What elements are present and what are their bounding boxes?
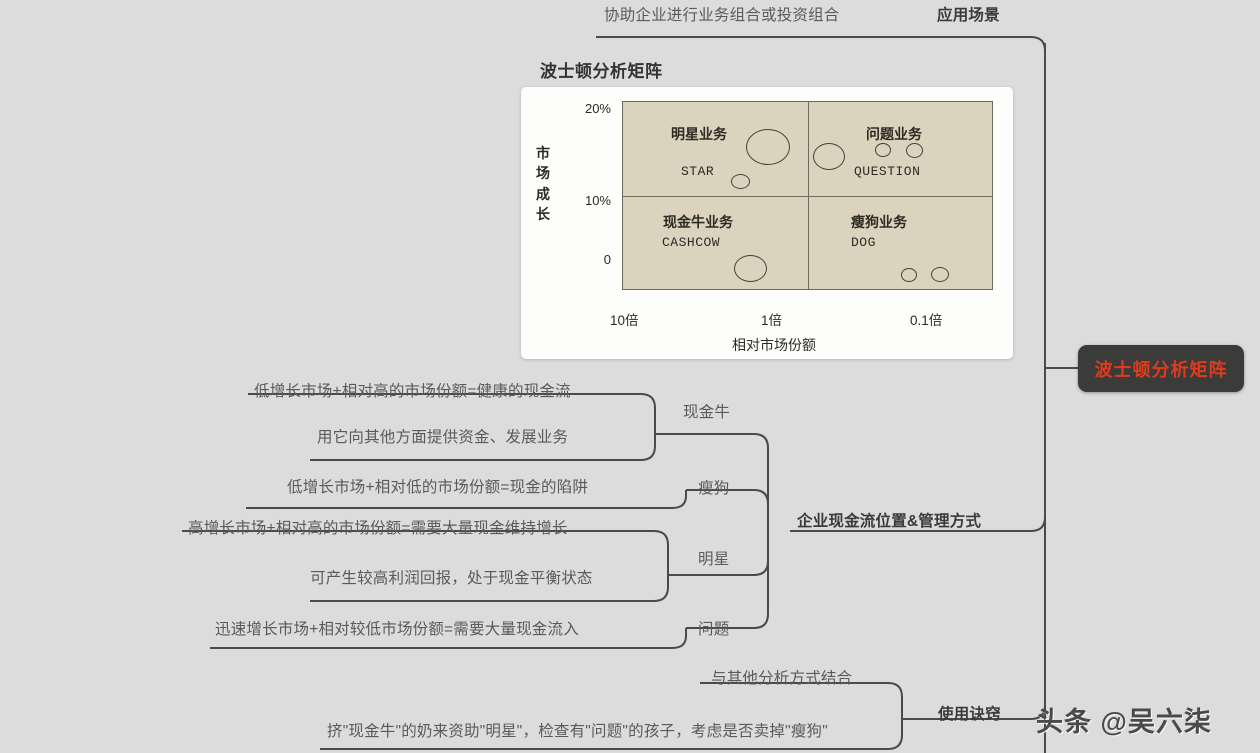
branch-label-cashflow[interactable]: 企业现金流位置&管理方式 bbox=[797, 513, 982, 530]
x-tick-10x: 10倍 bbox=[610, 313, 639, 328]
leaf-tips-2[interactable]: 挤"现金牛"的奶来资助"明星"，检查有"问题"的孩子，考虑是否卖掉"瘦狗" bbox=[327, 723, 828, 740]
branch-label-application[interactable]: 应用场景 bbox=[937, 7, 1000, 24]
quadrant-label-dog-en: DOG bbox=[851, 235, 876, 250]
group-label-dog[interactable]: 瘦狗 bbox=[698, 480, 730, 497]
group-label-cashcow[interactable]: 现金牛 bbox=[683, 404, 731, 421]
bubble-dog-2 bbox=[931, 267, 949, 282]
x-tick-01x: 0.1倍 bbox=[910, 313, 943, 328]
leaf-cashcow-1[interactable]: 低增长市场+相对高的市场份额=健康的现金流 bbox=[254, 383, 571, 400]
quadrant-label-star-cn: 明星业务 bbox=[671, 126, 727, 142]
y-tick-10: 10% bbox=[584, 193, 611, 208]
bubble-cashcow-1 bbox=[734, 255, 767, 282]
matrix-horizontal-divider bbox=[623, 195, 992, 198]
group-label-question[interactable]: 问题 bbox=[698, 621, 730, 638]
leaf-star-1[interactable]: 高增长市场+相对高的市场份额=需要大量现金维持增长 bbox=[188, 520, 568, 537]
bcg-quadrant-grid: 明星业务 STAR 问题业务 QUESTION 现金牛业务 CASHCOW 瘦狗… bbox=[622, 101, 993, 290]
center-node[interactable]: 波士顿分析矩阵 bbox=[1078, 345, 1244, 392]
quadrant-label-question-cn: 问题业务 bbox=[866, 126, 922, 142]
quadrant-label-question-en: QUESTION bbox=[854, 164, 921, 179]
leaf-star-2[interactable]: 可产生较高利润回报，处于现金平衡状态 bbox=[310, 570, 593, 587]
x-tick-1x: 1倍 bbox=[761, 313, 783, 328]
leaf-cashcow-2[interactable]: 用它向其他方面提供资金、发展业务 bbox=[317, 429, 569, 446]
chart-y-axis-title: 市 场 成 长 bbox=[536, 145, 550, 222]
center-node-label: 波士顿分析矩阵 bbox=[1094, 359, 1228, 380]
quadrant-label-star-en: STAR bbox=[681, 164, 715, 179]
leaf-tips-1[interactable]: 与其他分析方式结合 bbox=[711, 670, 853, 687]
bubble-question-3 bbox=[906, 143, 923, 158]
bubble-star-2 bbox=[731, 174, 750, 189]
chart-x-axis-title: 相对市场份额 bbox=[732, 337, 816, 353]
quadrant-label-cashcow-cn: 现金牛业务 bbox=[663, 214, 733, 230]
branch-label-tips[interactable]: 使用诀窍 bbox=[938, 706, 1001, 723]
quadrant-label-dog-cn: 瘦狗业务 bbox=[851, 214, 907, 230]
bubble-dog-1 bbox=[901, 268, 917, 282]
watermark: 头条 @吴六柒 bbox=[1036, 707, 1212, 737]
y-tick-0: 0 bbox=[603, 252, 611, 267]
bubble-star-1 bbox=[746, 129, 790, 165]
bubble-question-1 bbox=[813, 143, 845, 170]
y-tick-20: 20% bbox=[584, 101, 611, 116]
bcg-card-title: 波士顿分析矩阵 bbox=[540, 62, 663, 81]
leaf-question-1[interactable]: 迅速增长市场+相对较低市场份额=需要大量现金流入 bbox=[215, 621, 579, 638]
group-label-star[interactable]: 明星 bbox=[698, 551, 730, 568]
leaf-dog-1[interactable]: 低增长市场+相对低的市场份额=现金的陷阱 bbox=[287, 479, 589, 496]
quadrant-label-cashcow-en: CASHCOW bbox=[662, 235, 721, 250]
bcg-matrix-card: 市 场 成 长 20% 10% 0 明星业务 STAR 问题业务 QUESTIO… bbox=[521, 87, 1013, 359]
leaf-application-1[interactable]: 协助企业进行业务组合或投资组合 bbox=[604, 7, 840, 24]
bubble-question-2 bbox=[875, 143, 891, 157]
